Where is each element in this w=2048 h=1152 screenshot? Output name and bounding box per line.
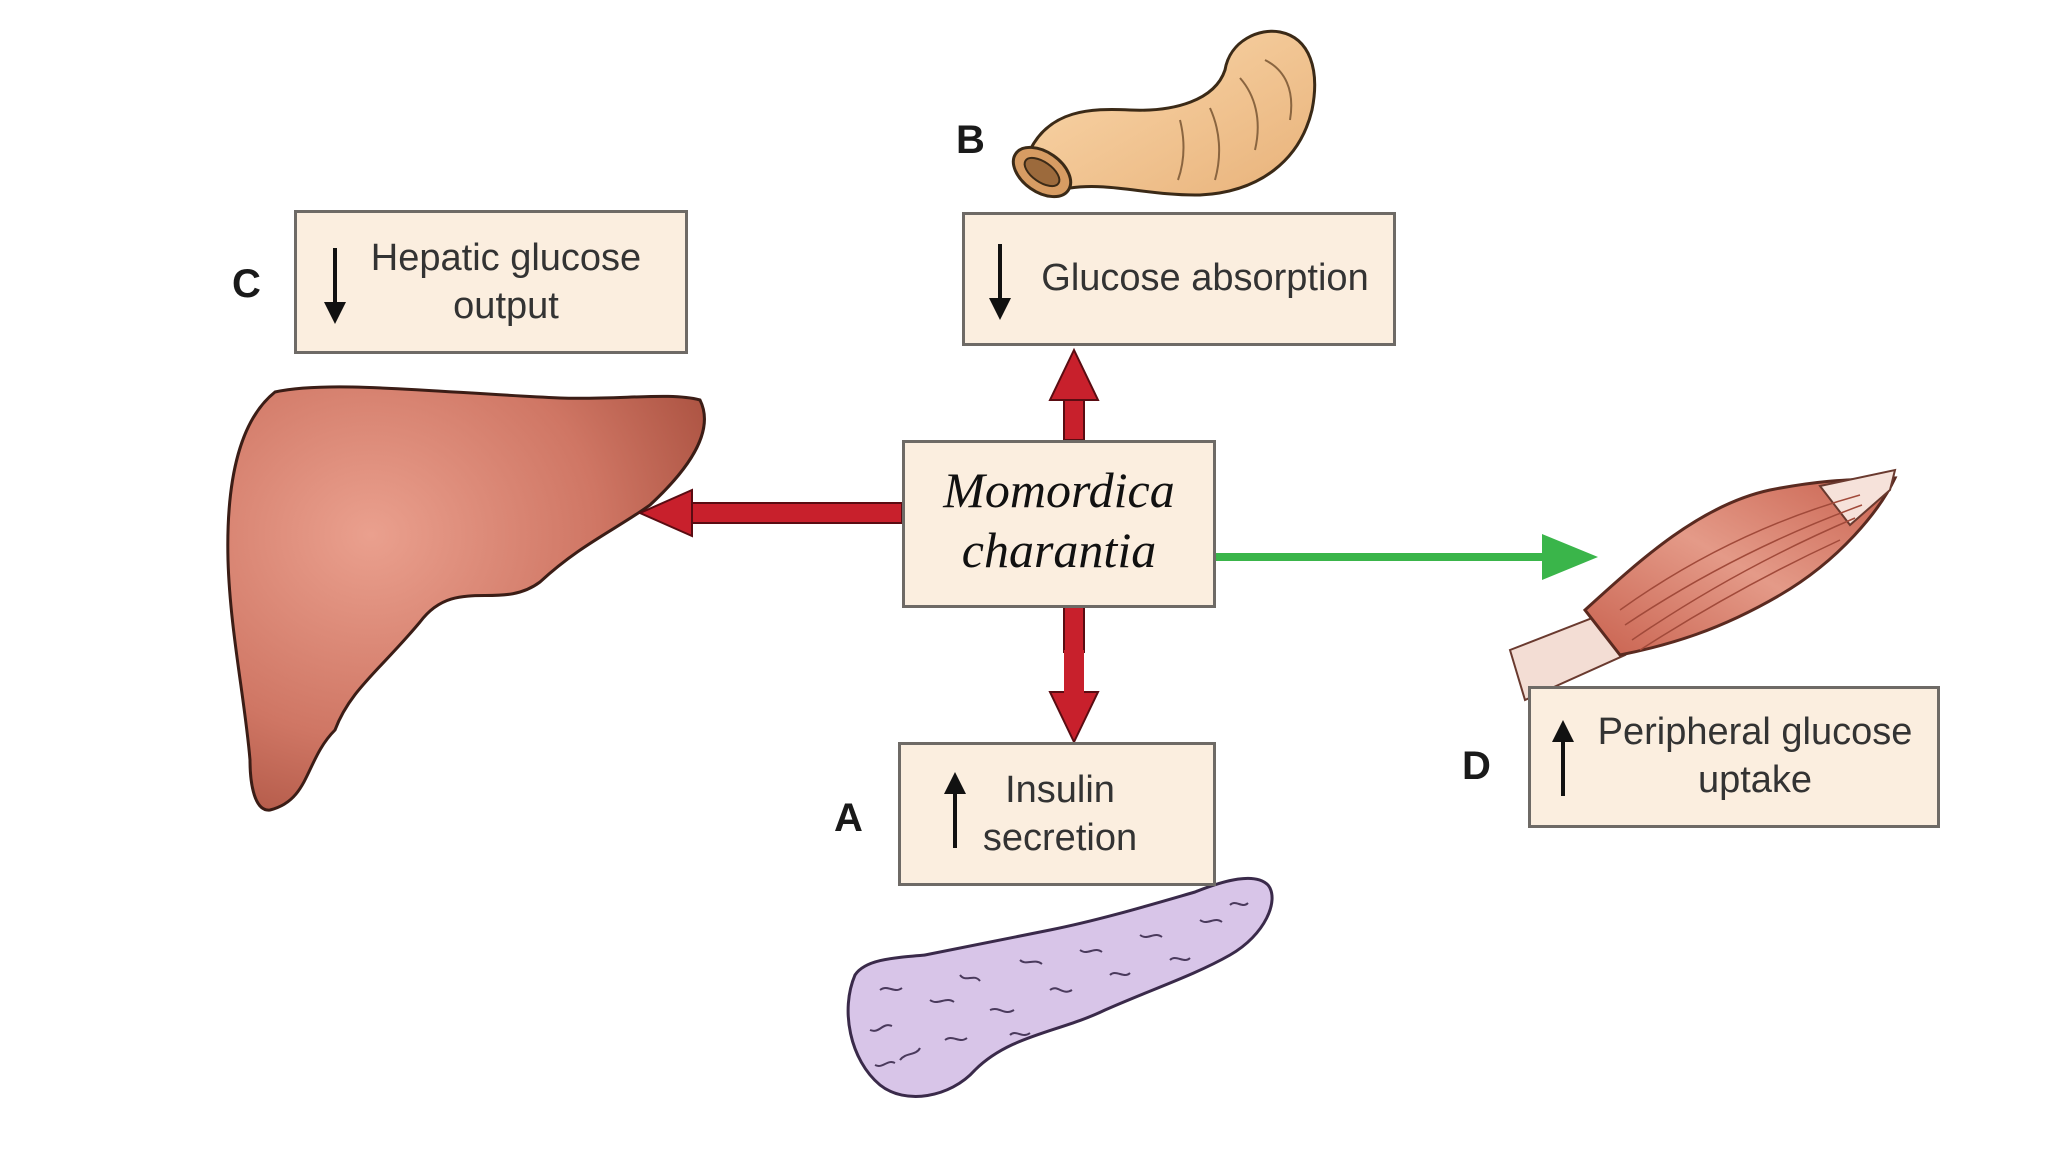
arrow-to-liver: [637, 488, 903, 538]
arrow-to-glucose-absorption: [1048, 347, 1100, 441]
down-arrow-icon: [324, 248, 346, 324]
up-arrow-icon: [944, 772, 966, 848]
label-a: A: [834, 796, 863, 840]
center-title-line1: Momordica: [943, 462, 1175, 518]
glucose-absorption-text: Glucose absorption: [1041, 257, 1369, 299]
peripheral-uptake-text-line2: uptake: [1697, 759, 1813, 801]
insulin-secretion-box: [898, 742, 1216, 886]
hepatic-glucose-text-line1: Hepatic glucose: [370, 237, 642, 279]
label-c: C: [232, 262, 261, 306]
peripheral-uptake-text-line1: Peripheral glucose: [1597, 711, 1913, 753]
pancreas-illustration: [846, 876, 1274, 1098]
label-b: B: [956, 118, 985, 162]
down-arrow-icon: [989, 244, 1011, 320]
center-box: [902, 440, 1216, 608]
hepatic-glucose-box: [294, 210, 688, 354]
liver-illustration: [226, 385, 706, 812]
peripheral-uptake-box: [1528, 686, 1940, 828]
up-arrow-icon: [1552, 720, 1574, 796]
label-d: D: [1462, 744, 1491, 788]
intestine-illustration: [1011, 29, 1317, 199]
arrow-to-insulin-secretion: [1048, 601, 1100, 745]
insulin-secretion-text-line1: Insulin: [1005, 769, 1115, 811]
center-title-line2: charantia: [961, 522, 1157, 578]
insulin-secretion-text-line2: secretion: [982, 817, 1138, 859]
arrow-to-muscle: [1214, 534, 1598, 580]
muscle-illustration: [1508, 468, 1898, 702]
glucose-absorption-box: [962, 212, 1396, 346]
hepatic-glucose-text-line2: output: [453, 285, 559, 327]
